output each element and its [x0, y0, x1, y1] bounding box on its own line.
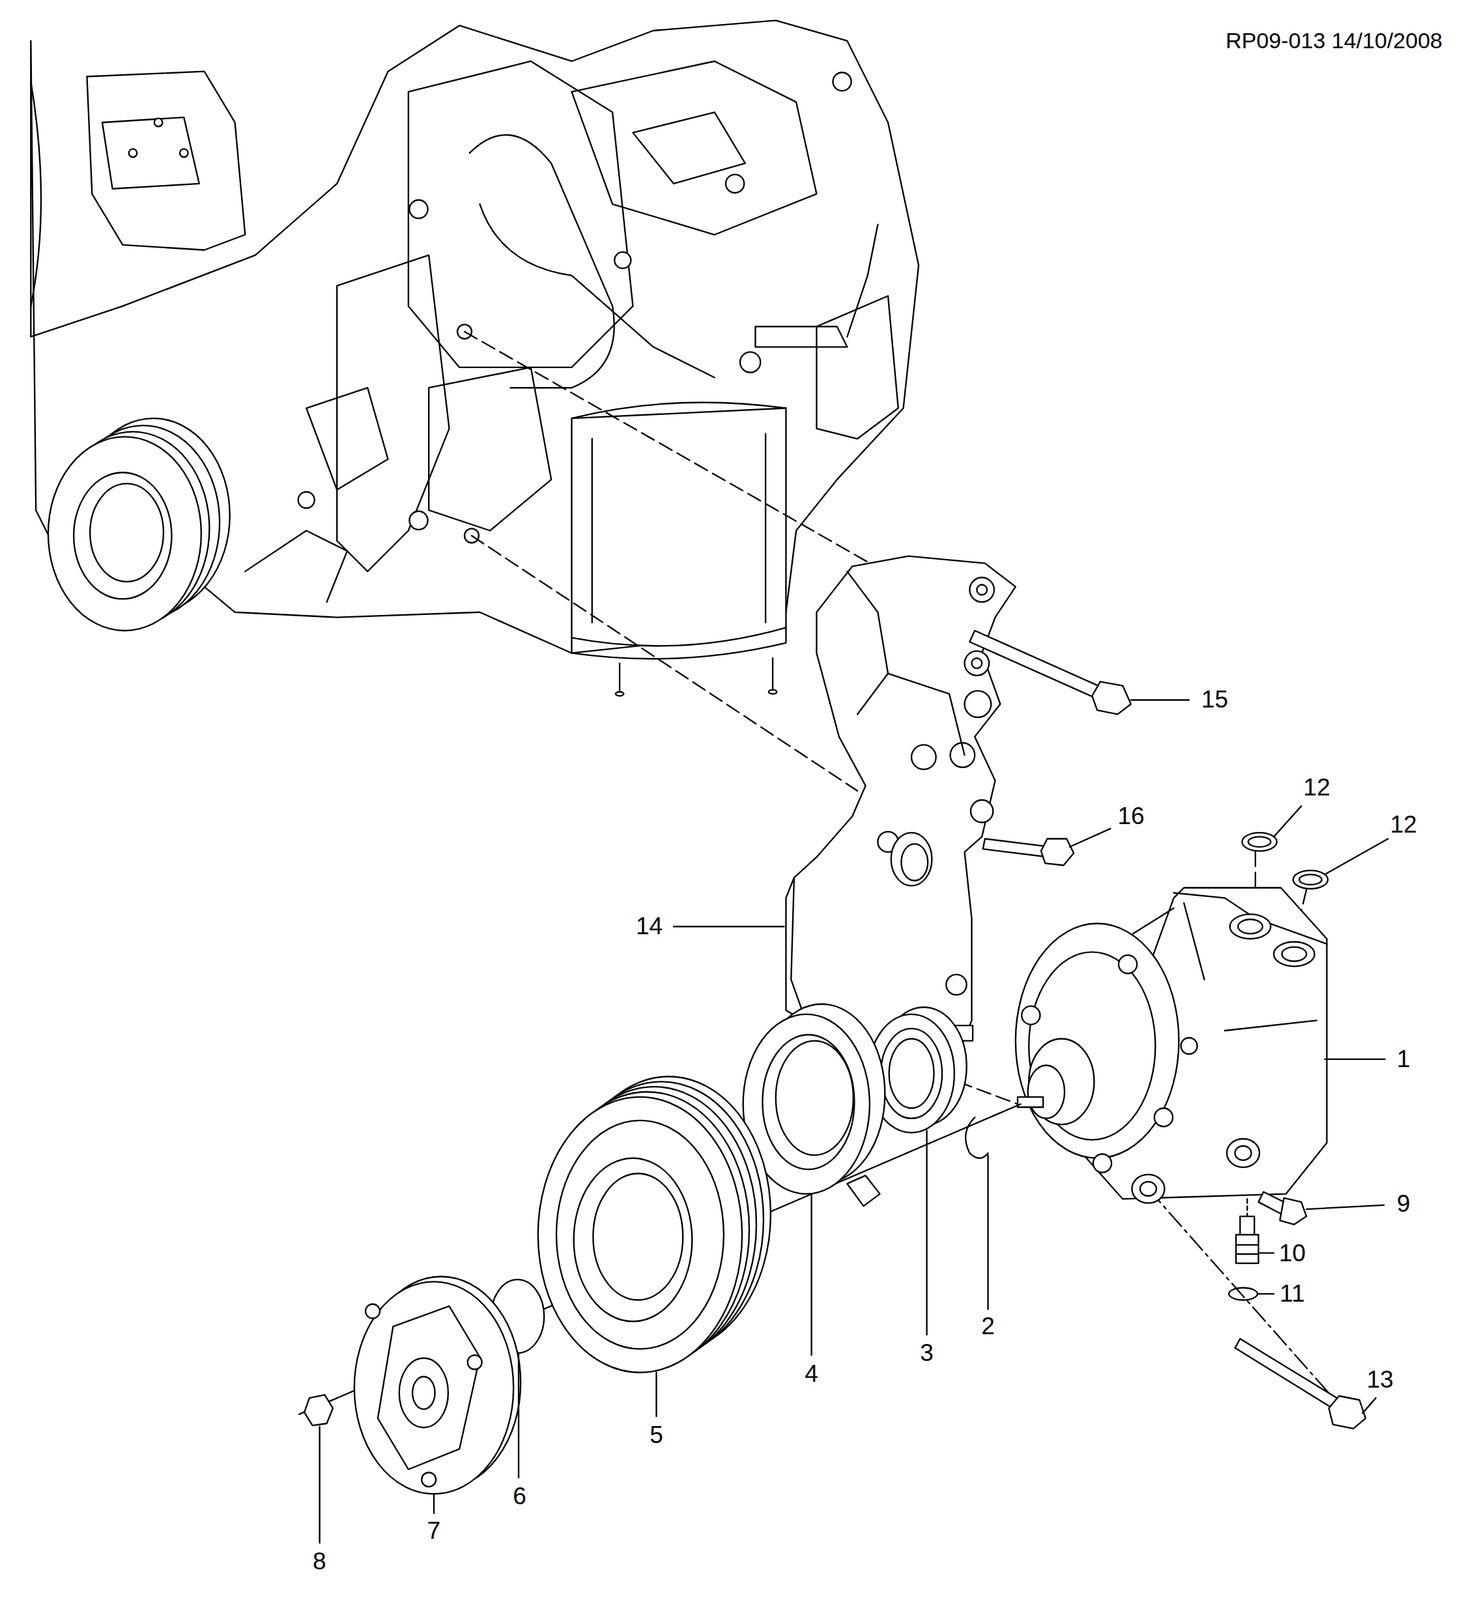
o-ring — [1242, 832, 1329, 889]
clutch-pulley — [538, 1076, 771, 1373]
callout-number: 8 — [310, 1548, 329, 1576]
callout-number: 12 — [1388, 811, 1419, 839]
callout-number: 2 — [979, 1313, 997, 1341]
mounting-bracket — [785, 556, 1016, 1055]
callout-number: 15 — [1199, 686, 1231, 714]
crank-pulley — [48, 418, 230, 631]
callout-number: 1 — [1394, 1046, 1413, 1074]
callout-number: 6 — [510, 1483, 529, 1511]
clutch-plate — [354, 1276, 521, 1494]
bolt — [969, 630, 1131, 715]
callout-number: 7 — [425, 1517, 444, 1545]
bolt — [1258, 1191, 1307, 1225]
callout-number: 3 — [917, 1340, 936, 1367]
callout-number: 13 — [1364, 1366, 1396, 1394]
oil-filter — [571, 402, 786, 697]
callout-number: 5 — [647, 1422, 666, 1449]
bolt — [1235, 1338, 1366, 1429]
leader-line — [319, 700, 1389, 1544]
relief-valve — [1228, 1198, 1259, 1300]
bolt — [983, 839, 1074, 866]
callout-number: 11 — [1277, 1280, 1307, 1308]
callout-number: 10 — [1276, 1240, 1308, 1268]
nut — [304, 1394, 333, 1426]
callout-number: 4 — [802, 1360, 821, 1388]
drawing-reference: RP09-013 14/10/2008 — [1223, 28, 1445, 53]
callout-number: 14 — [633, 913, 665, 941]
callout-number: 12 — [1301, 774, 1333, 802]
callout-number: 9 — [1394, 1190, 1413, 1218]
callout-number: 16 — [1115, 803, 1146, 831]
engine-block — [30, 20, 919, 653]
ac-compressor — [1015, 887, 1328, 1204]
snap-ring — [965, 1117, 988, 1159]
